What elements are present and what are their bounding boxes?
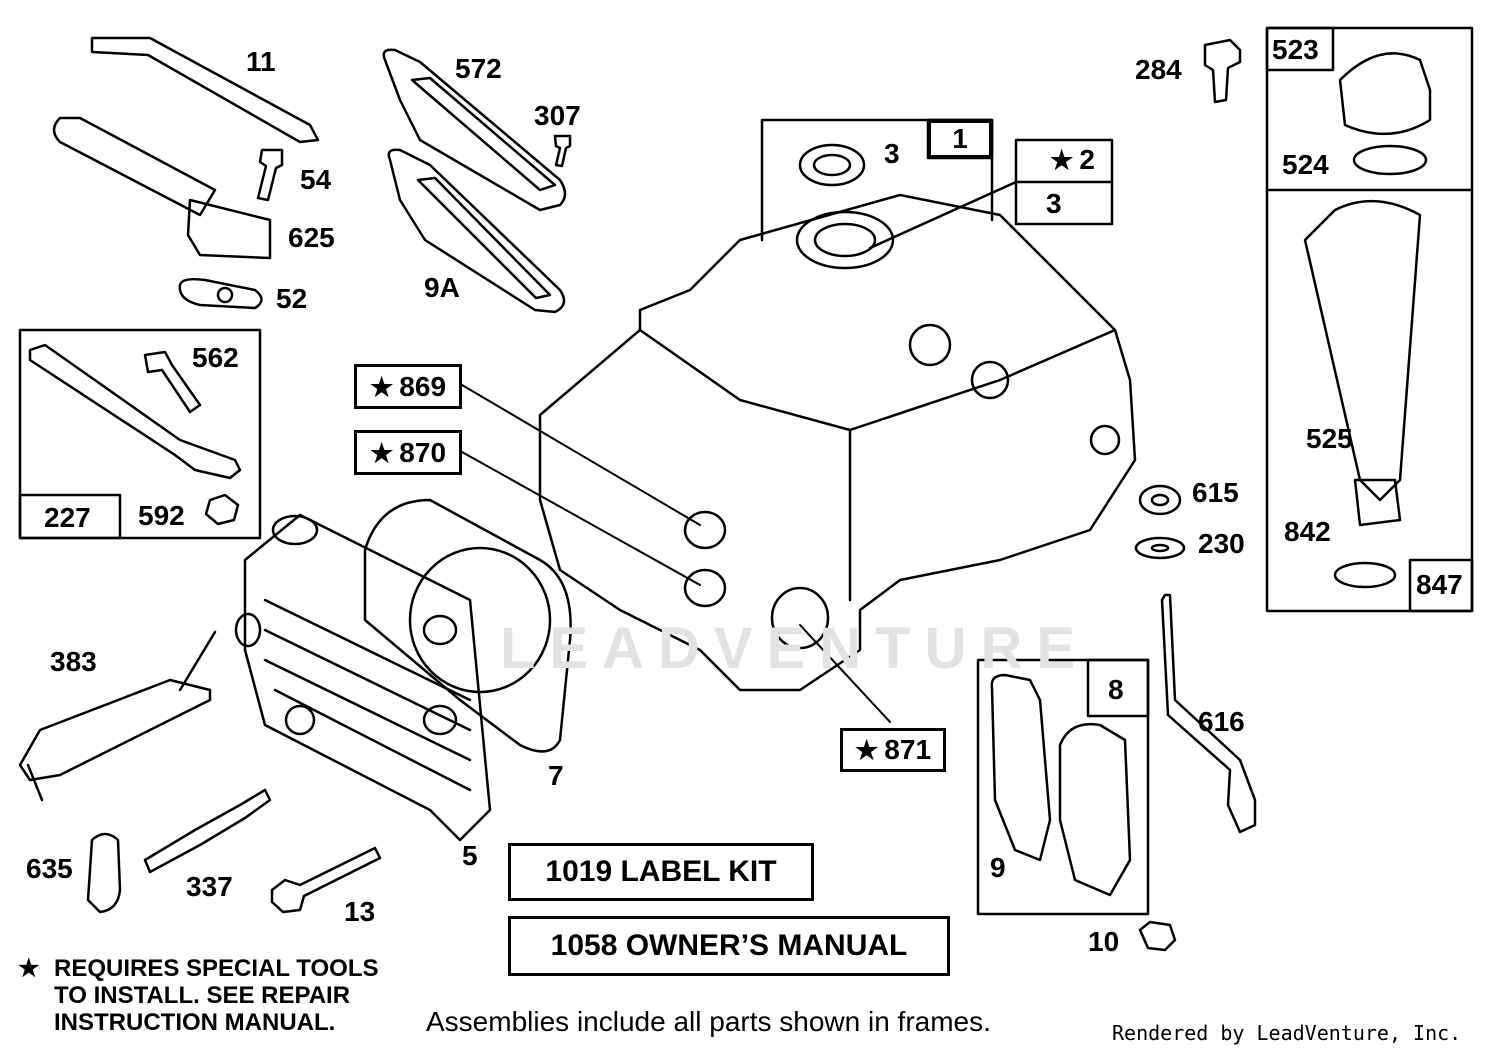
callout-616: 616 xyxy=(1198,706,1245,737)
frame-847 xyxy=(1265,26,1474,613)
tube-625 xyxy=(52,116,272,260)
callout-227: 227 xyxy=(44,502,91,533)
callout-7: 7 xyxy=(548,760,564,791)
callout-871: ★871 xyxy=(840,728,946,772)
callout-10: 10 xyxy=(1088,926,1120,957)
callout-230: 230 xyxy=(1198,528,1245,559)
frame-8 xyxy=(976,658,1150,916)
callout-52: 52 xyxy=(276,283,308,314)
callout-337: 337 xyxy=(186,871,233,902)
callout-625: 625 xyxy=(288,222,335,253)
callout-635: 635 xyxy=(26,853,73,884)
callout-525: 525 xyxy=(1306,423,1353,454)
callout-870: ★870 xyxy=(354,430,462,475)
callout-847: 847 xyxy=(1416,569,1463,600)
star-icon: ★ xyxy=(369,371,394,402)
dipstick-tube-11 xyxy=(90,36,320,144)
star-icon: ★ xyxy=(18,955,40,982)
callout-54: 54 xyxy=(300,164,332,195)
spark-plug-337 xyxy=(143,788,272,874)
rendered-by-credit: Rendered by LeadVenture, Inc. xyxy=(1112,1021,1462,1045)
callout-842: 842 xyxy=(1284,516,1331,547)
frame-227 xyxy=(18,328,262,540)
part-383 xyxy=(18,630,217,802)
callout-5: 5 xyxy=(462,840,478,871)
leader-lines xyxy=(461,384,891,723)
bolt-10 xyxy=(1138,920,1177,952)
callout-572: 572 xyxy=(455,53,502,84)
star-icon: ★ xyxy=(369,437,394,468)
bolt-284 xyxy=(1203,38,1242,104)
special-tools-note: ★REQUIRES SPECIAL TOOLS TO INSTALL. SEE … xyxy=(18,955,379,1036)
screw-307 xyxy=(553,134,572,168)
callout-8: 8 xyxy=(1108,674,1124,705)
callout-523: 523 xyxy=(1272,34,1319,65)
callout-2: ★2 xyxy=(1050,144,1095,175)
cylinder-block xyxy=(538,193,1137,692)
callout-9: 9 xyxy=(990,852,1006,883)
bolt-13 xyxy=(270,846,382,914)
callout-284: 284 xyxy=(1135,54,1182,85)
callout-524: 524 xyxy=(1282,149,1329,180)
gasket-52 xyxy=(178,277,263,310)
screw-54 xyxy=(256,148,284,202)
washer-230 xyxy=(1134,536,1186,560)
callout-592: 592 xyxy=(138,500,185,531)
label-kit-box: 1019 LABEL KIT xyxy=(508,843,814,901)
frame-label-1: 1 xyxy=(928,120,992,158)
head-gasket-7 xyxy=(363,498,572,753)
owners-manual-box: 1058 OWNER’S MANUAL xyxy=(508,916,950,976)
callout-9a: 9A xyxy=(424,272,460,303)
part-615 xyxy=(1138,484,1182,516)
callout-615: 615 xyxy=(1192,477,1239,508)
dipstick-616 xyxy=(1160,593,1257,834)
star-icon: ★ xyxy=(854,735,879,765)
boot-635 xyxy=(86,832,122,914)
frame-2 xyxy=(868,138,1114,250)
callout-307: 307 xyxy=(534,100,581,131)
callout-869: ★869 xyxy=(354,364,462,409)
cylinder-head-5 xyxy=(234,513,492,842)
callout-13: 13 xyxy=(344,896,376,927)
star-icon: ★ xyxy=(1050,145,1074,175)
watermark: LEADVENTURE xyxy=(500,616,1090,681)
callout-11: 11 xyxy=(246,46,276,77)
assemblies-note: Assemblies include all parts shown in fr… xyxy=(426,1006,991,1037)
gasket-9a xyxy=(387,148,566,314)
callout-3a: 3 xyxy=(884,138,900,169)
callout-3b: 3 xyxy=(1046,188,1062,219)
callout-383: 383 xyxy=(50,646,97,677)
gasket-572 xyxy=(382,48,567,212)
callout-562: 562 xyxy=(192,342,239,373)
